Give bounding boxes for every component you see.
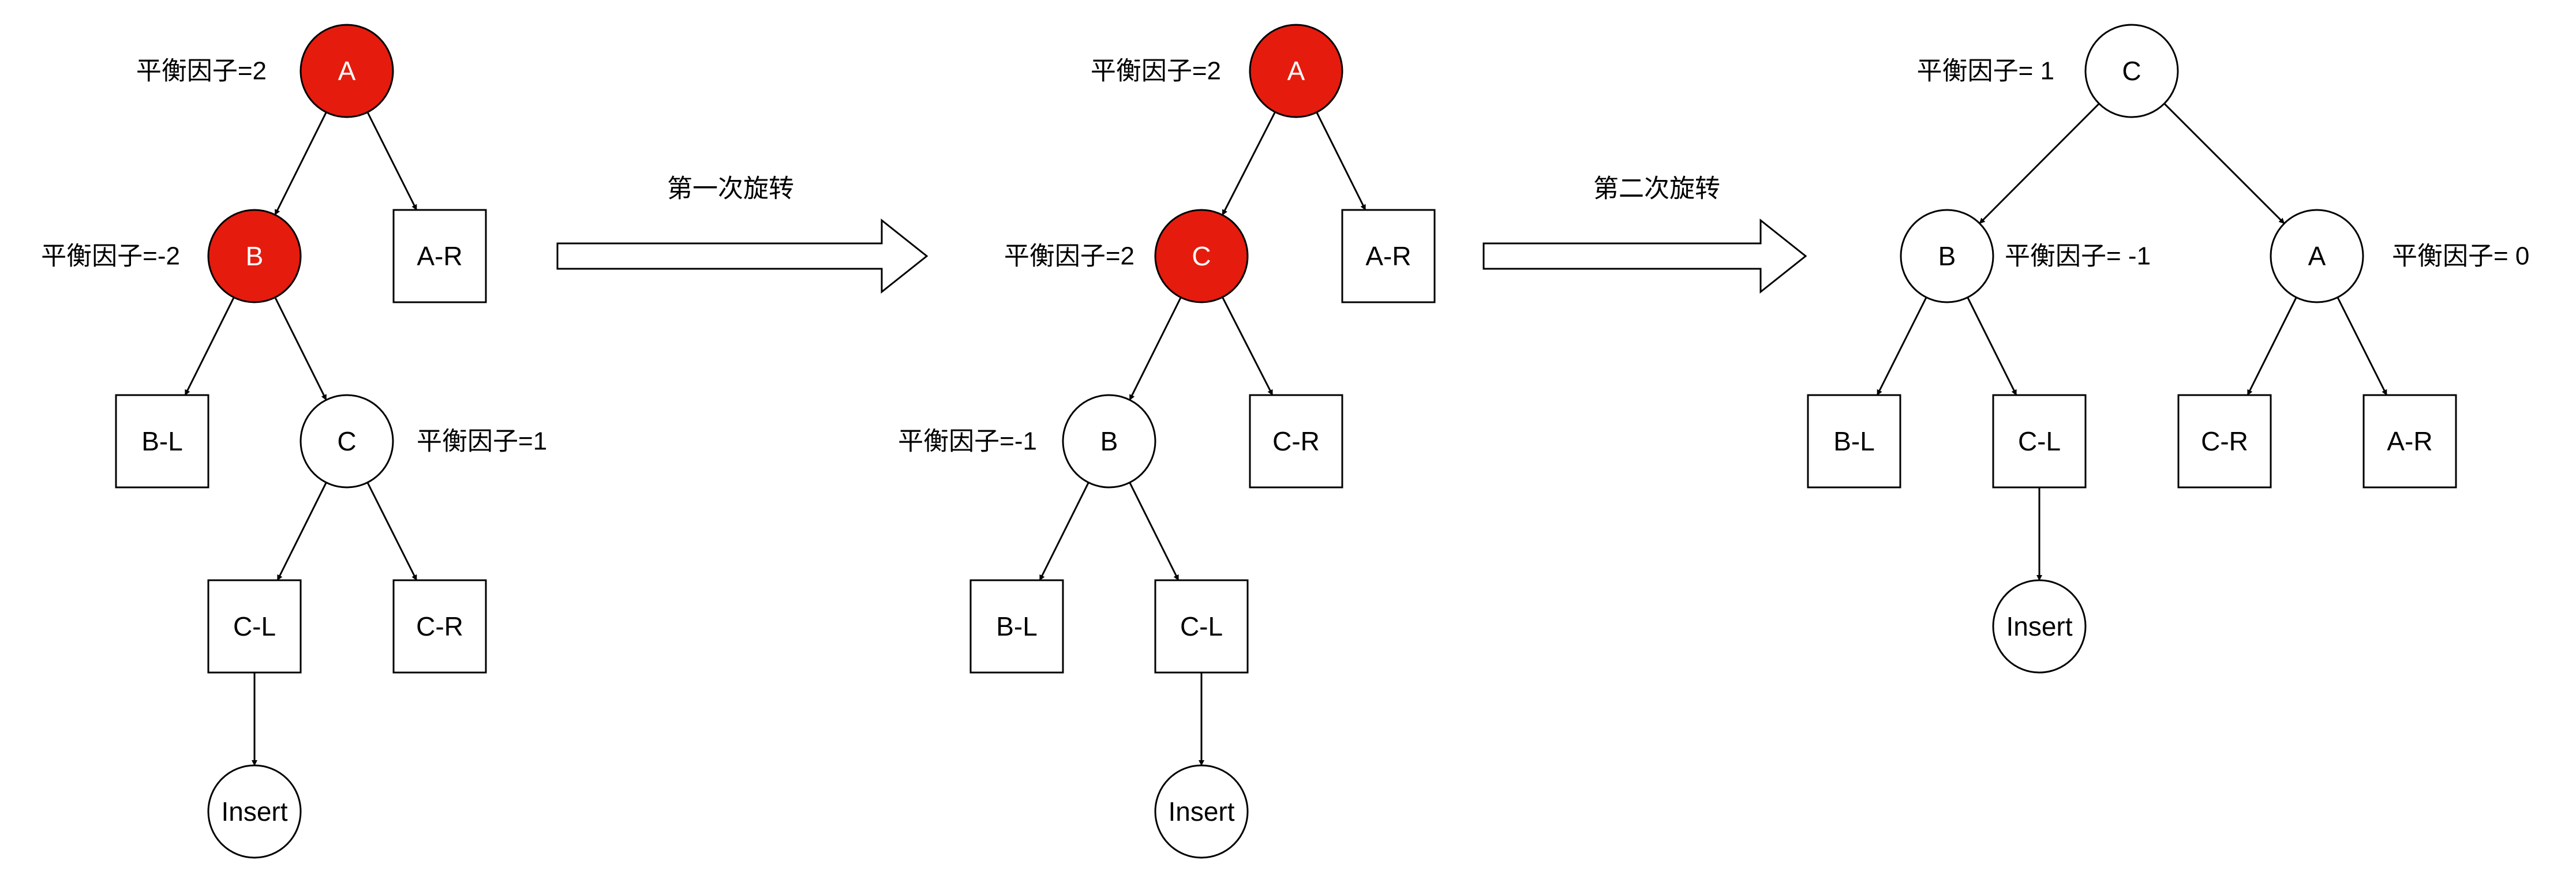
tree-3-balance-factor-a: 平衡因子= 0: [2392, 242, 2529, 271]
tree-3-node-ins: Insert: [1992, 579, 2087, 674]
tree-3-node-label: C: [2122, 56, 2141, 86]
tree-3-node-bl: B-L: [1807, 394, 1901, 489]
tree-1-balance-factor-c: 平衡因子=1: [417, 427, 547, 456]
tree-2-balance-factor-c: 平衡因子=2: [1004, 242, 1135, 271]
rotation-step-2-label: 第二次旋转: [1593, 175, 1720, 203]
tree-2-node-label: B-L: [996, 611, 1038, 641]
tree-3-balance-factor-b: 平衡因子= -1: [2005, 242, 2151, 271]
tree-1-edge-c-cr: [366, 482, 418, 581]
tree-1-node-bl: B-L: [115, 394, 209, 489]
tree-1-edge-b-c: [274, 296, 327, 401]
tree-2-node-cl: C-L: [1154, 579, 1249, 674]
tree-1-balance-factor-a: 平衡因子=2: [136, 57, 267, 85]
tree-1-node-label: B-L: [141, 426, 183, 456]
tree-3-node-cl: C-L: [1992, 394, 2087, 489]
tree-1-edge-a-ar: [366, 111, 418, 211]
tree-3-node-label: A: [2308, 241, 2326, 271]
tree-2-node-label: Insert: [1168, 797, 1234, 827]
tree-3-edge-a-cr: [2246, 296, 2297, 396]
tree-2-node-c: C: [1154, 209, 1249, 303]
tree-1-node-label: B: [246, 241, 264, 271]
tree-3-edge-b-cl: [1967, 296, 2017, 396]
tree-3-edge-c-a: [2163, 103, 2285, 224]
tree-1-edge-a-b: [274, 111, 327, 216]
tree-2-node-b: B: [1062, 394, 1156, 489]
tree-2-node-ins: Insert: [1154, 764, 1249, 859]
tree-2-node-ar: A-R: [1341, 209, 1436, 303]
tree-1-node-b: B: [207, 209, 302, 303]
tree-3-node-cr: C-R: [2177, 394, 2272, 489]
tree-1-node-cr: C-R: [392, 579, 487, 674]
tree-1-balance-factor-b: 平衡因子=-2: [41, 242, 180, 271]
tree-3-edge-b-bl: [1876, 296, 1927, 396]
tree-1-node-label: C-L: [233, 611, 276, 641]
tree-3-balance-factor-c: 平衡因子= 1: [1917, 57, 2054, 85]
tree-2-edge-a-c: [1222, 111, 1276, 216]
tree-2-node-label: C-R: [1272, 426, 1320, 456]
tree-3-node-a: A: [2270, 209, 2364, 303]
rotation-step-2-arrow: [1482, 218, 1807, 294]
tree-1-node-label: C-R: [416, 611, 463, 641]
tree-2-edge-c-b: [1129, 296, 1182, 401]
tree-2-node-label: A: [1287, 56, 1305, 86]
tree-3-node-b: B: [1900, 209, 1994, 303]
tree-3-node-ar: A-R: [2362, 394, 2457, 489]
tree-2-balance-factor-b: 平衡因子=-1: [898, 427, 1037, 456]
tree-2-node-bl: B-L: [969, 579, 1064, 674]
tree-1-edge-c-cl: [276, 482, 327, 581]
tree-1-node-label: A-R: [417, 241, 462, 271]
tree-1-node-c: C: [299, 394, 394, 489]
tree-2-edge-c-cr: [1222, 296, 1274, 396]
tree-2-node-label: B: [1100, 426, 1118, 456]
tree-1-node-label: C: [337, 426, 356, 456]
tree-3-node-label: C-L: [2018, 426, 2061, 456]
tree-1-edge-b-bl: [184, 296, 235, 396]
tree-3-edge-a-ar: [2337, 296, 2388, 396]
rotation-step-1-arrow: [556, 218, 928, 294]
tree-1-node-ar: A-R: [392, 209, 487, 303]
tree-2-edge-b-cl: [1129, 482, 1180, 581]
tree-1-node-ins: Insert: [207, 764, 302, 859]
tree-2-node-label: C: [1192, 241, 1211, 271]
tree-1-node-label: Insert: [221, 797, 287, 827]
tree-2-node-cr: C-R: [1249, 394, 1343, 489]
tree-2-balance-factor-a: 平衡因子=2: [1091, 57, 1221, 85]
tree-1-node-a: A: [299, 24, 394, 118]
tree-3-edge-c-b: [1979, 103, 2100, 224]
tree-3-node-label: Insert: [2006, 611, 2072, 641]
tree-2-node-label: A-R: [1365, 241, 1411, 271]
tree-1-node-cl: C-L: [207, 579, 302, 674]
rotation-step-1-label: 第一次旋转: [667, 175, 794, 203]
tree-3-node-label: A-R: [2387, 426, 2432, 456]
tree-3-node-label: B-L: [1833, 426, 1875, 456]
tree-3-node-c: C: [2084, 24, 2179, 118]
tree-3-node-label: B: [1938, 241, 1956, 271]
tree-2-edge-a-ar: [1316, 111, 1366, 211]
tree-2-node-label: C-L: [1180, 611, 1223, 641]
tree-3-node-label: C-R: [2201, 426, 2248, 456]
tree-2-node-a: A: [1249, 24, 1343, 118]
tree-2-edge-b-bl: [1039, 482, 1089, 581]
tree-1-node-label: A: [338, 56, 356, 86]
